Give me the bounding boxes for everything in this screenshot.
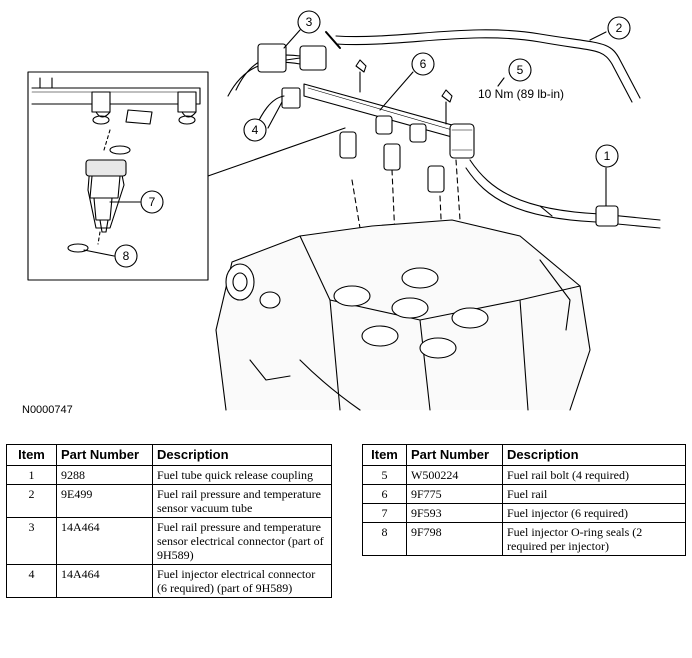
- item-cell: 7: [362, 503, 407, 523]
- inset-injector: [67, 129, 131, 253]
- callout-8-label: 8: [123, 249, 130, 263]
- item-cell: 3: [6, 517, 57, 565]
- description-cell: Fuel rail: [502, 484, 686, 504]
- description-cell: Fuel injector (6 required): [502, 503, 686, 523]
- item-cell: 5: [362, 465, 407, 485]
- wiring-harness: [227, 43, 327, 141]
- part-number-cell: 14A464: [56, 564, 153, 598]
- item-cell: 1: [6, 465, 57, 485]
- table-row: 2 9E499 Fuel rail pressure and temperatu…: [6, 484, 332, 518]
- drawing-id: N0000747: [22, 404, 73, 416]
- table-row: 5 W500224 Fuel rail bolt (4 required): [362, 465, 686, 485]
- description-cell: Fuel tube quick release coupling: [152, 465, 332, 485]
- callout-leaders: [83, 29, 607, 257]
- callout-8: [114, 244, 138, 268]
- rail-injectors: [339, 115, 445, 193]
- callout-3-label: 3: [306, 15, 313, 29]
- fuel-supply-tube: [465, 159, 661, 229]
- table-row: 1 9288 Fuel tube quick release coupling: [6, 465, 332, 485]
- description-cell: Fuel rail bolt (4 required): [502, 465, 686, 485]
- item-cell: 8: [362, 522, 407, 556]
- engine-block: [215, 219, 591, 411]
- description-cell: Fuel injector electrical connector (6 re…: [152, 564, 332, 598]
- header-item: Item: [6, 444, 57, 466]
- description-cell: Fuel rail pressure and temperature senso…: [152, 517, 332, 565]
- parts-table-left: Item Part Number Description 1 9288 Fuel…: [6, 444, 332, 598]
- part-number-cell: 9F593: [406, 503, 503, 523]
- part-number-cell: 14A464: [56, 517, 153, 565]
- header-part-number: Part Number: [406, 444, 503, 466]
- table-row: 8 9F798 Fuel injector O-ring seals (2 re…: [362, 522, 686, 556]
- item-cell: 2: [6, 484, 57, 518]
- callout-1: [595, 144, 619, 168]
- callout-4: [243, 118, 267, 142]
- description-cell: Fuel injector O-ring seals (2 required p…: [502, 522, 686, 556]
- callout-1-label: 1: [604, 149, 611, 163]
- callout-7-label: 7: [149, 195, 156, 209]
- table-row: 6 9F775 Fuel rail: [362, 484, 686, 504]
- parts-table-right: Item Part Number Description 5 W500224 F…: [362, 444, 686, 556]
- callout-7: [140, 190, 164, 214]
- inset-fuel-rail: [31, 77, 201, 125]
- vacuum-tube: [325, 29, 641, 103]
- callout-5: [508, 58, 532, 82]
- table-header-row: Item Part Number Description: [6, 444, 332, 466]
- callout-2-label: 2: [616, 21, 623, 35]
- table-header-row: Item Part Number Description: [362, 444, 686, 466]
- description-cell: Fuel rail pressure and temperature senso…: [152, 484, 332, 518]
- part-number-cell: 9F775: [406, 484, 503, 504]
- part-number-cell: 9288: [56, 465, 153, 485]
- header-description: Description: [152, 444, 332, 466]
- header-item: Item: [362, 444, 407, 466]
- part-number-cell: 9E499: [56, 484, 153, 518]
- item-cell: 4: [6, 564, 57, 598]
- table-row: 3 14A464 Fuel rail pressure and temperat…: [6, 517, 332, 565]
- callout-6: [411, 52, 435, 76]
- exploded-view-diagram: 3 2 6 5 4 1 7 8 10 Nm (89 lb-in): [27, 10, 661, 411]
- header-description: Description: [502, 444, 686, 466]
- callout-6-label: 6: [420, 57, 427, 71]
- table-row: 7 9F593 Fuel injector (6 required): [362, 503, 686, 523]
- callout-4-label: 4: [252, 123, 259, 137]
- callout-5-label: 5: [517, 63, 524, 77]
- callout-2: [607, 16, 631, 40]
- header-part-number: Part Number: [56, 444, 153, 466]
- fuel-rail: [303, 83, 475, 159]
- part-number-cell: 9F798: [406, 522, 503, 556]
- callout-circles: [114, 10, 631, 268]
- item-cell: 6: [362, 484, 407, 504]
- part-number-cell: W500224: [406, 465, 503, 485]
- callout-3: [297, 10, 321, 34]
- torque-spec: 10 Nm (89 lb-in): [478, 87, 564, 101]
- table-row: 4 14A464 Fuel injector electrical connec…: [6, 564, 332, 598]
